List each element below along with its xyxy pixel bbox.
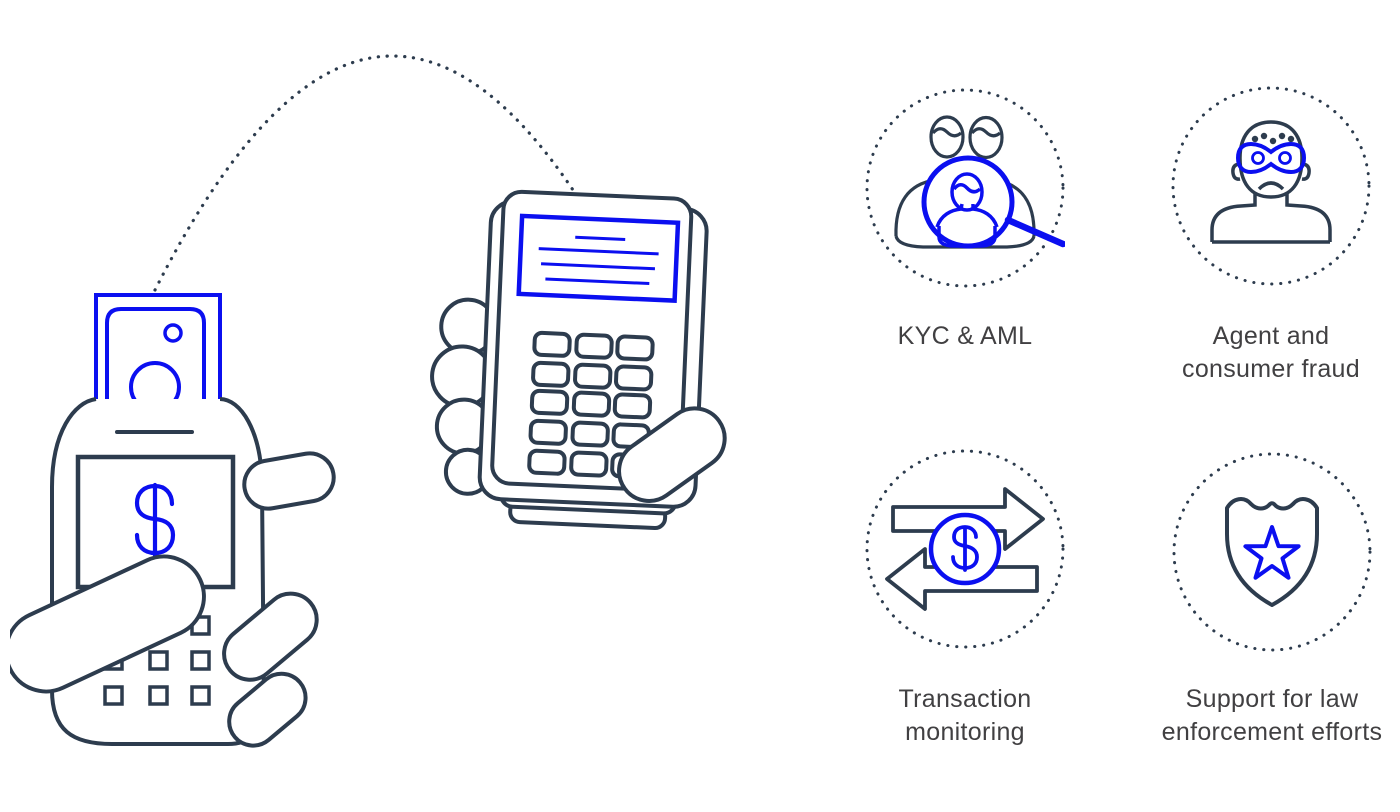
- bandit-mask: [1235, 141, 1307, 175]
- dotted-ring: [865, 88, 1065, 288]
- dotted-ring: [1172, 452, 1372, 652]
- cash-deposit-device-illustration: [10, 293, 336, 748]
- swap-arrows-dollar-icon: [865, 449, 1065, 649]
- shield-star-icon: [1172, 452, 1372, 652]
- terminal-screen: [516, 213, 681, 304]
- dollar-sign: [134, 482, 176, 565]
- shield: [1225, 497, 1319, 607]
- thumb: [10, 554, 206, 694]
- dollar-sign: [951, 525, 979, 572]
- dotted-connection-arc: [153, 54, 579, 292]
- holding-hand: [10, 451, 336, 748]
- arrow-left: [885, 547, 1039, 611]
- magnifier-handle: [1004, 216, 1065, 248]
- banknote: [94, 293, 222, 413]
- feature-label-kyc-aml: KYC & AML: [897, 322, 1033, 350]
- receipt-text-lines: [538, 235, 659, 286]
- star: [1243, 525, 1301, 580]
- finger: [242, 451, 336, 511]
- finger: [222, 591, 319, 682]
- finger: [227, 671, 308, 748]
- dotted-ring: [865, 449, 1065, 649]
- masked-fraudster-icon: [1171, 86, 1371, 286]
- kyc-aml-magnifier-people-icon: [865, 88, 1065, 288]
- hair-dots: [1251, 132, 1295, 145]
- dotted-ring: [1171, 86, 1371, 286]
- thumb-pressing-key: [617, 406, 727, 503]
- pos-terminal-illustration: [430, 189, 727, 531]
- arrow-right: [891, 487, 1045, 551]
